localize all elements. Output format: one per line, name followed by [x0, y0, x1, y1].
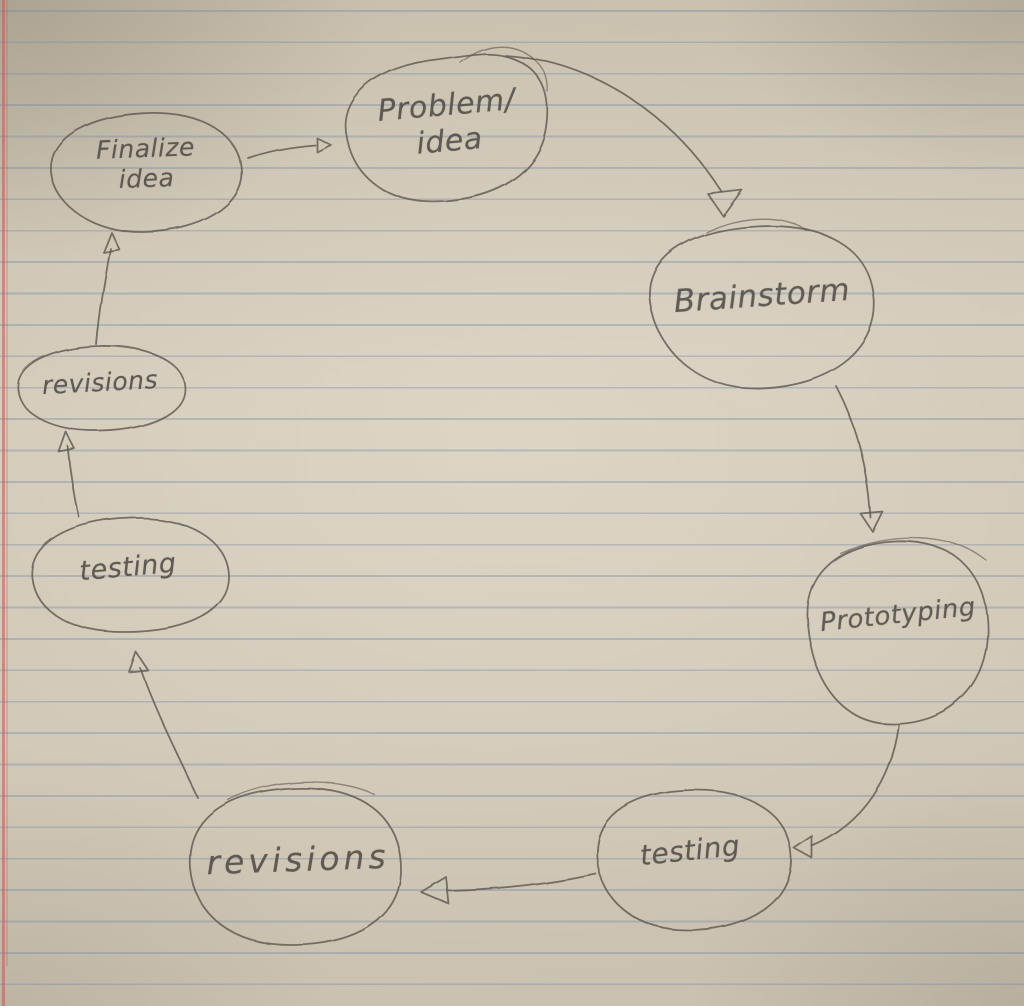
edge-revisions2-to-finalize	[95, 247, 111, 345]
node-label-finalize-idea: Finalize idea	[95, 132, 196, 194]
edge-finalize-to-problem	[247, 144, 316, 159]
margin-line	[2, 0, 5, 1006]
edge-testing2-to-revisions2	[67, 445, 80, 518]
blob-finalize-idea	[50, 112, 243, 233]
arrowhead-prototyping-to-testing	[793, 835, 813, 859]
blob-brainstorm	[648, 224, 876, 389]
arrowhead-problem-to-brainstorm	[707, 189, 743, 217]
blob-revisions-1-overstroke	[227, 781, 375, 801]
blob-prototyping	[806, 539, 989, 725]
blob-testing-2	[31, 517, 230, 633]
arrowhead-revisions-to-testing2	[128, 651, 149, 673]
edge-problem-to-brainstorm	[504, 54, 723, 193]
node-label-revisions-1: revisions	[205, 836, 391, 883]
blob-problem-idea	[344, 52, 549, 203]
arrowhead-revisions2-to-finalize	[102, 231, 120, 253]
arrowhead-brainstorm-to-prototyping	[860, 511, 884, 533]
edge-testing-to-revisions	[447, 873, 597, 892]
blob-revisions-1	[188, 787, 402, 946]
blob-revisions-2	[17, 345, 186, 432]
margin-line-secondary	[6, 0, 8, 966]
edge-brainstorm-to-prototyping	[835, 385, 872, 519]
blob-testing-1	[596, 789, 792, 931]
blob-problem-idea-overstroke	[459, 45, 549, 93]
arrowhead-testing2-to-revisions2	[58, 431, 76, 453]
edge-revisions-to-testing2	[139, 667, 199, 799]
arrowhead-testing-to-revisions	[420, 876, 450, 905]
edge-prototyping-to-testing	[811, 724, 900, 847]
arrowhead-finalize-to-problem	[316, 137, 332, 153]
blob-prototyping-overstroke	[839, 536, 987, 561]
blob-brainstorm-overstroke	[705, 217, 807, 233]
